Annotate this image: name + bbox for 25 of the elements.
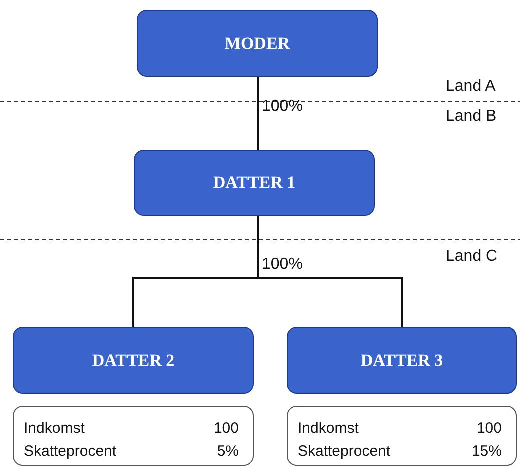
entity-name: DATTER 2: [92, 350, 175, 370]
field-label: Skatteprocent: [298, 442, 392, 462]
value-text: 15%: [472, 442, 502, 462]
entity-box: [134, 150, 375, 216]
entity-box: [13, 327, 254, 394]
info-box: [287, 406, 517, 466]
edge-label: 100%: [262, 98, 303, 116]
value-text: 100: [476, 419, 502, 439]
connector-line: [257, 216, 403, 327]
region-label: Land C: [446, 248, 498, 266]
field-label: Indkomst: [298, 419, 360, 439]
entity-name: DATTER 3: [360, 350, 444, 370]
connector-line: [257, 77, 259, 150]
entity-name: MODER: [224, 34, 290, 54]
value-text: 100: [214, 419, 239, 439]
region-label: Land B: [446, 108, 497, 126]
edge-label: 100%: [262, 256, 303, 274]
entity-box: [287, 327, 517, 394]
field-label: Skatteprocent: [24, 442, 118, 462]
field-label: Indkomst: [24, 419, 86, 439]
region-label: Land A: [446, 78, 496, 96]
entity-box: [137, 10, 378, 77]
value-text: 5%: [216, 442, 239, 462]
info-box: [13, 406, 254, 466]
entity-name: DATTER 1: [213, 173, 296, 193]
